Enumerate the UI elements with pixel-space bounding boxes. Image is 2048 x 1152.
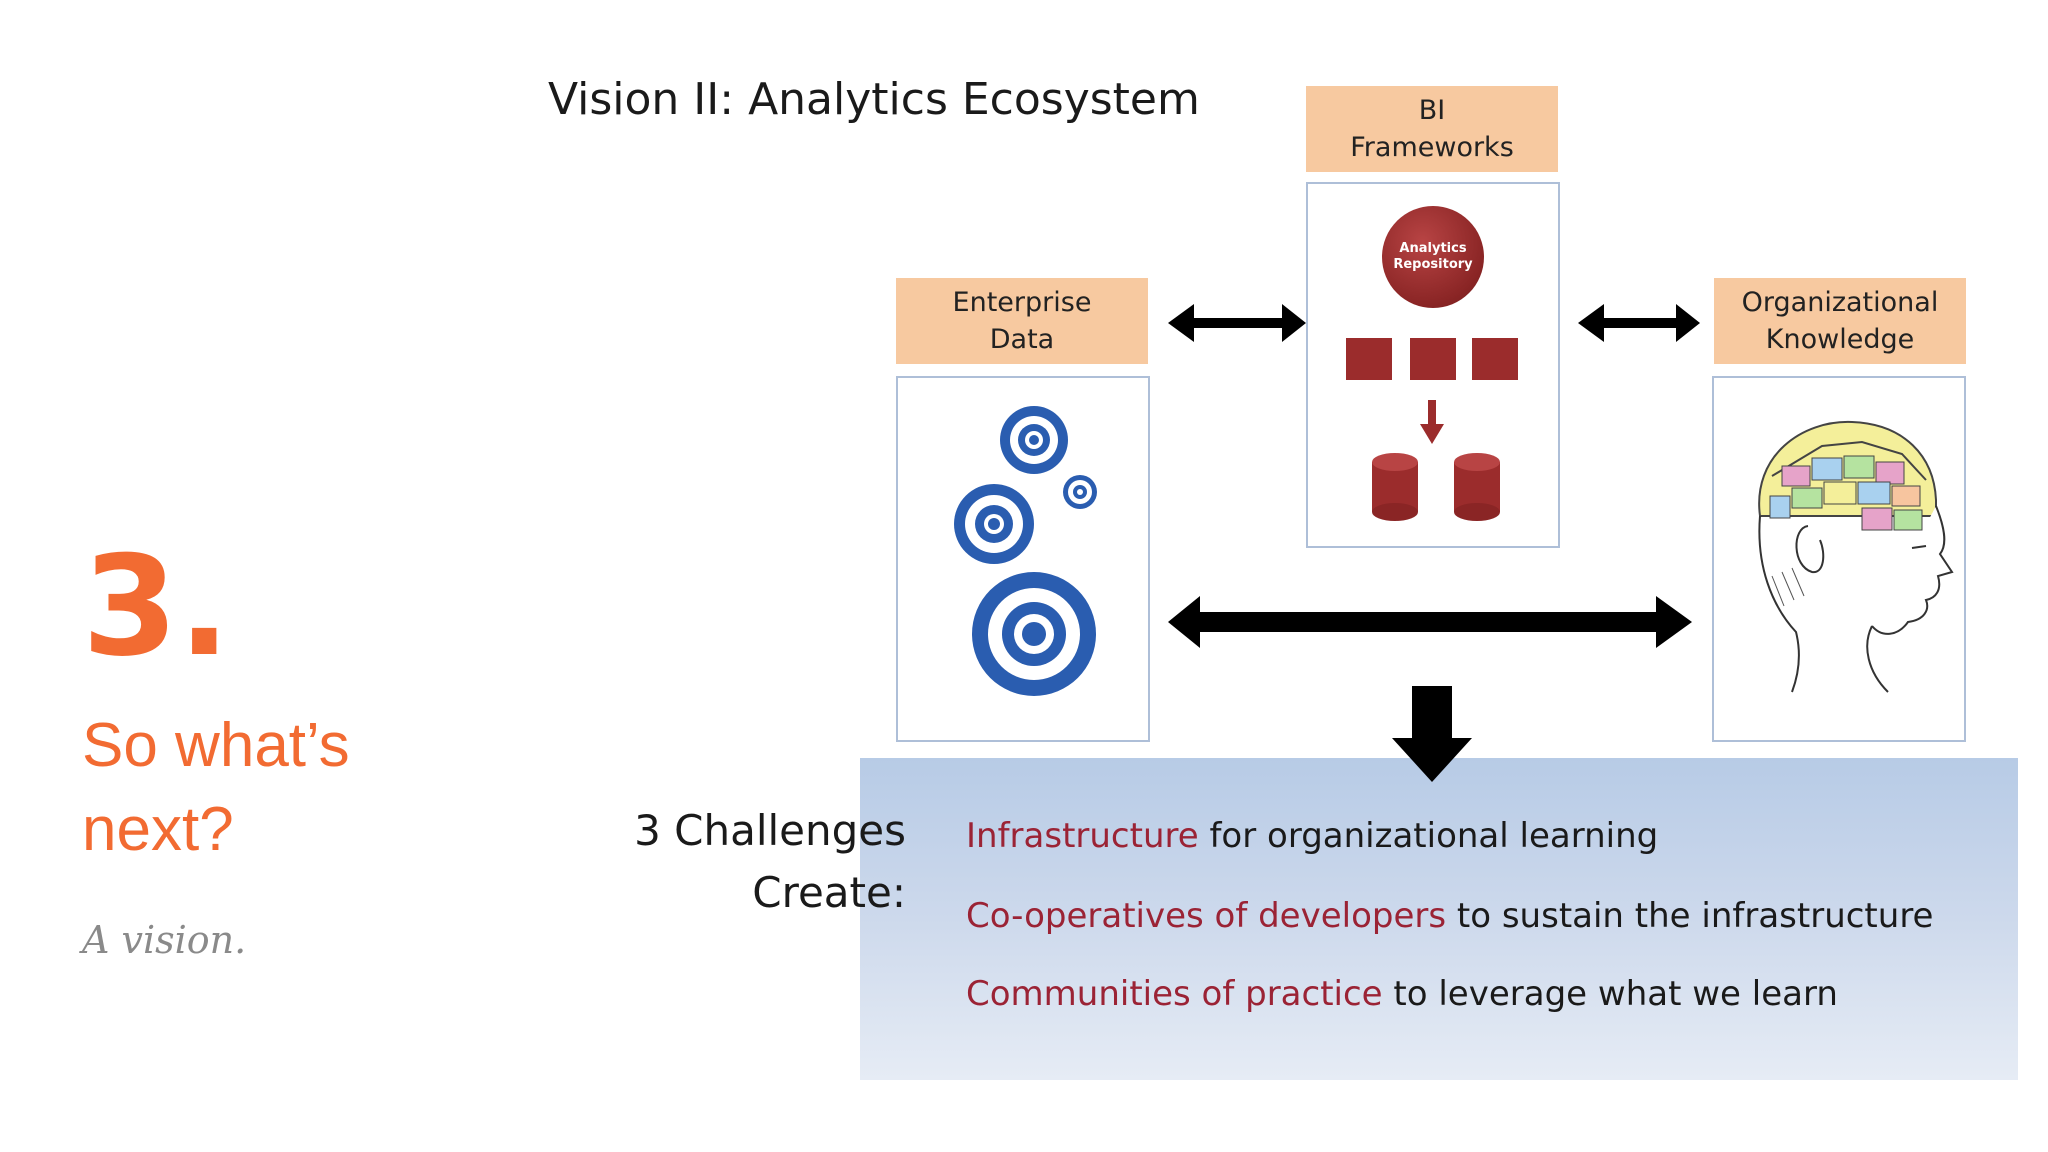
- section-number: 3.: [82, 526, 231, 687]
- process-block: [1410, 338, 1456, 380]
- target-icon: [954, 484, 1034, 564]
- challenge-item: Co-operatives of developers to sustain t…: [966, 896, 1933, 936]
- analytics-repository-node: Analytics Repository: [1382, 206, 1484, 308]
- bi-frameworks-label: BI Frameworks: [1306, 86, 1558, 172]
- challenge-item: Infrastructure for organizational learni…: [966, 816, 1658, 856]
- challenge-emphasis: Infrastructure: [966, 816, 1199, 856]
- challenges-heading: 3 Challenges Create:: [634, 806, 906, 917]
- analytics-repository-label: Analytics Repository: [1393, 241, 1473, 272]
- database-icon: [1454, 453, 1500, 521]
- process-block: [1346, 338, 1392, 380]
- challenge-text: to leverage what we learn: [1382, 974, 1838, 1014]
- challenge-text: for organizational learning: [1198, 816, 1659, 856]
- phrenology-head-icon: [1758, 420, 1954, 693]
- database-icon: [1372, 453, 1418, 521]
- section-subtitle: A vision.: [82, 918, 247, 962]
- process-blocks: [1346, 338, 1518, 380]
- down-arrow-icon: [1420, 400, 1444, 444]
- challenge-text: to sustain the infrastructure: [1446, 896, 1934, 936]
- process-block: [1472, 338, 1518, 380]
- enterprise-data-label: Enterprise Data: [896, 278, 1148, 364]
- challenges-panel: [860, 758, 2018, 1080]
- section-title: So what’s next?: [82, 711, 350, 864]
- challenge-item: Communities of practice to leverage what…: [966, 974, 1838, 1014]
- double-arrow-icon: [1168, 596, 1692, 648]
- target-icon: [1063, 475, 1097, 509]
- challenge-emphasis: Co-operatives of developers: [966, 896, 1447, 936]
- double-arrow-icon: [1578, 304, 1700, 342]
- challenge-emphasis: Communities of practice: [966, 974, 1383, 1014]
- target-icon: [972, 572, 1096, 696]
- organizational-knowledge-label: Organizational Knowledge: [1714, 278, 1966, 364]
- diagram-title: Vision II: Analytics Ecosystem: [548, 74, 1200, 125]
- target-icon: [1000, 406, 1068, 474]
- double-arrow-icon: [1168, 304, 1306, 342]
